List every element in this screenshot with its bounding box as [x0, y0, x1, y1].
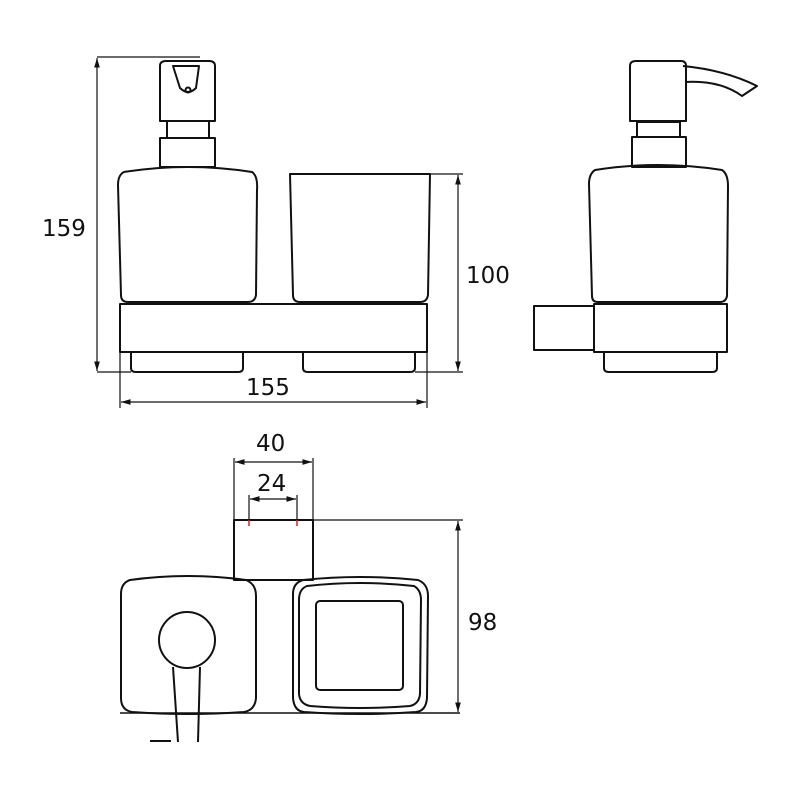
base-cup-right [302, 352, 416, 373]
glass-inner-top [315, 600, 404, 691]
side-view [533, 60, 758, 373]
pump-spout [682, 65, 758, 97]
front-view: 159 100 155 [42, 56, 510, 408]
top-view: 40 24 98 [120, 431, 497, 743]
soap-bottle-side [588, 164, 729, 303]
pump-head-top [158, 611, 216, 669]
dimension-label-40: 40 [256, 431, 285, 457]
soap-pump-head [159, 60, 216, 122]
pump-neck [166, 120, 210, 139]
base-cup-side [603, 352, 718, 373]
dimension-98: 98 [313, 519, 497, 712]
soap-dispenser-top [120, 575, 257, 715]
dimension-159: 159 [42, 56, 200, 373]
pump-neck-side [636, 121, 681, 138]
wall-mount-top [233, 519, 314, 581]
dimension-24: 24 [248, 471, 298, 526]
pump-spout-top [172, 666, 201, 743]
glass-tumbler [289, 173, 431, 303]
wall-mount-side [533, 305, 595, 351]
glass-rim-top [298, 582, 422, 709]
holder-base-side [593, 303, 728, 353]
dimension-label-159: 159 [42, 216, 86, 242]
dimension-155: 155 [119, 352, 428, 408]
dimension-100: 100 [415, 173, 510, 373]
base-cup-left [130, 352, 244, 373]
dimension-40: 40 [233, 431, 314, 520]
dimension-label-98: 98 [468, 610, 497, 636]
dimension-label-155: 155 [246, 375, 290, 401]
pump-head-side [629, 60, 687, 122]
pump-collar [159, 137, 216, 168]
glass-holder-outer-top [292, 576, 429, 715]
holder-base [119, 303, 428, 353]
dimension-label-24: 24 [257, 471, 286, 497]
pump-collar-side [631, 136, 687, 168]
dimension-label-100: 100 [466, 263, 510, 289]
soap-bottle [117, 166, 259, 303]
